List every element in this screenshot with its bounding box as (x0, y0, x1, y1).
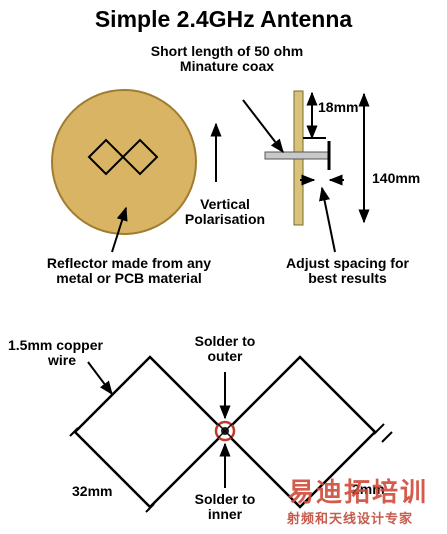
reflector-line1: Reflector made from any (46, 255, 212, 271)
dim-18mm-label: 18mm (318, 99, 359, 115)
dim-32mm-tick-b (145, 503, 155, 513)
dim-140mm-label: 140mm (372, 170, 421, 186)
spacing-line1: Adjust spacing for (286, 255, 409, 271)
page-title: Simple 2.4GHz Antenna (94, 6, 353, 32)
solder-outer-line2: outer (207, 348, 243, 365)
dim-32mm-tick-a (69, 427, 79, 437)
reflector-disc (51, 89, 197, 235)
dim-2mm-mark-a (373, 423, 385, 435)
coax-label-line1: Short length of 50 ohm (150, 43, 304, 59)
polarisation-line2: Polarisation (184, 211, 266, 228)
dim-2mm-mark-b (381, 431, 393, 443)
coax-label-line2: Minature coax (179, 58, 275, 75)
reflector-pointer (111, 206, 128, 253)
solder-outer-line1: Solder to (194, 333, 256, 349)
wire-line2: wire (48, 352, 77, 369)
dim-2mm-label: 2mm (352, 481, 385, 497)
biquad-element-small-right (121, 138, 159, 176)
coax-stub (264, 151, 330, 160)
reflector-line2: metal or PCB material (56, 270, 202, 287)
coax-pointer (242, 99, 284, 154)
solder-inner-label: Solder to inner (180, 491, 270, 523)
solder-outer-label: Solder to outer (180, 333, 270, 365)
polarisation-line1: Vertical (200, 196, 250, 212)
coax-label: Short length of 50 ohm Minature coax (112, 43, 342, 75)
wire-pointer (87, 361, 113, 396)
dim-32mm-label: 32mm (72, 483, 113, 499)
spacing-pointer (319, 186, 336, 253)
solder-inner-line1: Solder to (194, 491, 256, 507)
wire-line1: 1.5mm copper (8, 337, 103, 353)
polarisation-label: Vertical Polarisation (170, 196, 280, 228)
wire-label: 1.5mm copper wire (8, 337, 103, 369)
spacing-line2: best results (308, 270, 387, 287)
spacing-label: Adjust spacing for best results (265, 255, 430, 287)
reflector-label: Reflector made from any metal or PCB mat… (22, 255, 236, 287)
solder-inner-line2: inner (207, 506, 243, 523)
watermark-sub: 射频和天线设计专家 (287, 511, 414, 526)
watermark-main: 易迪拓培训 (288, 477, 429, 507)
